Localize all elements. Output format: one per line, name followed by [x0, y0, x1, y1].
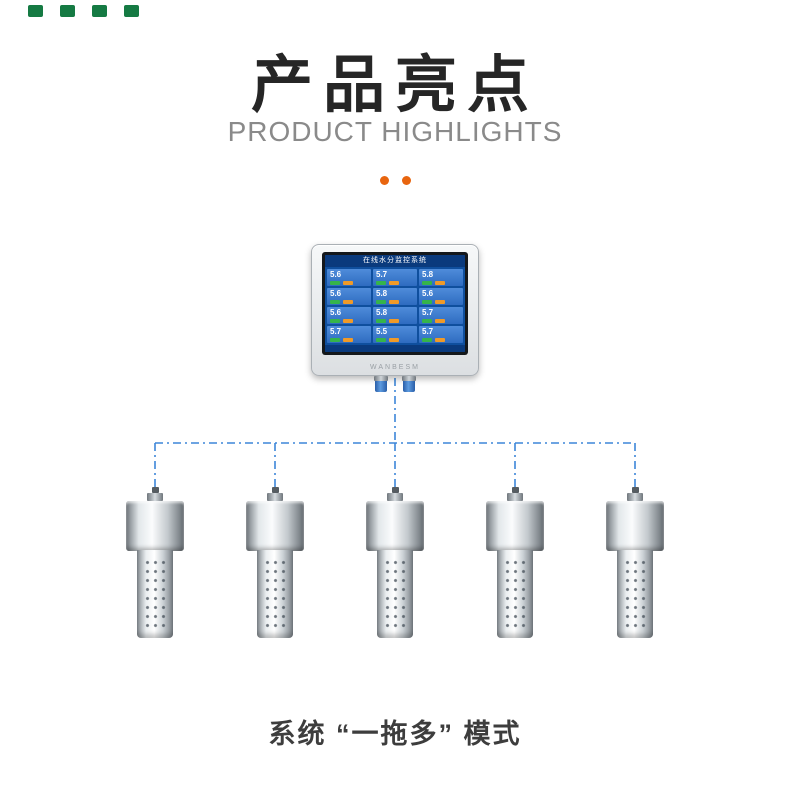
probe-head — [486, 501, 544, 551]
screen-cell: 5.7 — [419, 307, 463, 324]
channel-value: 5.8 — [376, 308, 388, 317]
probe-head — [126, 501, 184, 551]
caption: 系统 “一拖多” 模式 — [268, 719, 522, 749]
decor-mark — [28, 5, 43, 17]
screen-channel-grid: 5.6 5.7 5.8 5.6 5.8 5.6 5.6 5.8 5.7 5.7 … — [325, 267, 465, 345]
top-decorative-marks — [28, 5, 139, 17]
screen-cell: 5.8 — [373, 307, 417, 324]
probe-pin — [271, 487, 279, 493]
probe-pin — [511, 487, 519, 493]
page-subtitle: PRODUCT HIGHLIGHTS — [227, 116, 563, 147]
probe — [363, 487, 427, 638]
probe-pin — [151, 487, 159, 493]
channel-value: 5.6 — [330, 308, 342, 317]
decor-mark — [124, 5, 139, 17]
channel-value: 5.7 — [376, 270, 388, 279]
probe — [603, 487, 667, 638]
page-title: 产品亮点 — [250, 51, 539, 120]
channel-value: 5.6 — [330, 270, 342, 279]
status-tag-ok — [422, 300, 432, 304]
monitor-screen-frame: 在线水分监控系统 5.6 5.7 5.8 5.6 5.8 5.6 5.6 5.8… — [322, 252, 468, 355]
probe-body — [617, 550, 653, 638]
channel-value: 5.8 — [376, 289, 388, 298]
probe-head — [366, 501, 424, 551]
screen-title: 在线水分监控系统 — [325, 255, 465, 267]
probe-neck — [387, 493, 403, 501]
probe-head — [606, 501, 664, 551]
screen-cell: 5.7 — [419, 326, 463, 343]
status-tag-ok — [422, 281, 432, 285]
screen-cell: 5.5 — [373, 326, 417, 343]
monitor-screen: 在线水分监控系统 5.6 5.7 5.8 5.6 5.8 5.6 5.6 5.8… — [325, 255, 465, 352]
screen-cell: 5.8 — [419, 269, 463, 286]
status-tag-warn — [389, 300, 399, 304]
probe-neck — [147, 493, 163, 501]
status-tag-ok — [330, 338, 340, 342]
channel-value: 5.6 — [330, 289, 342, 298]
status-tag-warn — [435, 281, 445, 285]
status-tag-warn — [343, 281, 353, 285]
status-tag-warn — [343, 319, 353, 323]
status-tag-ok — [376, 300, 386, 304]
status-tag-warn — [389, 338, 399, 342]
screen-cell: 5.6 — [327, 288, 371, 305]
screen-cell: 5.7 — [327, 326, 371, 343]
status-tag-ok — [376, 338, 386, 342]
channel-value: 5.5 — [376, 327, 388, 336]
decor-mark — [92, 5, 107, 17]
status-tag-warn — [389, 281, 399, 285]
channel-value: 5.7 — [422, 327, 434, 336]
probe-holes — [622, 557, 648, 631]
screen-cell: 5.7 — [373, 269, 417, 286]
probe-holes — [382, 557, 408, 631]
probe-holes — [502, 557, 528, 631]
status-tag-warn — [389, 319, 399, 323]
status-tag-ok — [330, 281, 340, 285]
probe — [123, 487, 187, 638]
probe-body — [137, 550, 173, 638]
status-tag-ok — [376, 319, 386, 323]
monitor-device: 在线水分监控系统 5.6 5.7 5.8 5.6 5.8 5.6 5.6 5.8… — [311, 244, 479, 376]
probe-body — [257, 550, 293, 638]
status-tag-warn — [435, 300, 445, 304]
status-tag-warn — [343, 338, 353, 342]
status-tag-warn — [435, 319, 445, 323]
probe-neck — [267, 493, 283, 501]
screen-cell: 5.6 — [327, 269, 371, 286]
brand-label: WANBESM — [370, 364, 420, 371]
accent-dot — [379, 176, 389, 185]
probe-pin — [391, 487, 399, 493]
status-tag-ok — [422, 319, 432, 323]
accent-dot — [401, 176, 411, 185]
channel-value: 5.8 — [422, 270, 434, 279]
screen-cell: 5.8 — [373, 288, 417, 305]
channel-value: 5.7 — [422, 308, 434, 317]
probe-neck — [507, 493, 523, 501]
probe — [243, 487, 307, 638]
screen-cell: 5.6 — [327, 307, 371, 324]
status-tag-ok — [330, 300, 340, 304]
probe-holes — [262, 557, 288, 631]
status-tag-warn — [435, 338, 445, 342]
probe-body — [377, 550, 413, 638]
decor-mark — [60, 5, 75, 17]
probe-holes — [142, 557, 168, 631]
status-tag-ok — [330, 319, 340, 323]
status-tag-ok — [376, 281, 386, 285]
probe-neck — [627, 493, 643, 501]
screen-bottom-bar — [325, 345, 465, 352]
probe-head — [246, 501, 304, 551]
status-tag-ok — [422, 338, 432, 342]
channel-value: 5.6 — [422, 289, 434, 298]
cable-gland — [402, 376, 416, 392]
status-tag-warn — [343, 300, 353, 304]
screen-cell: 5.6 — [419, 288, 463, 305]
accent-dots — [0, 176, 790, 185]
channel-value: 5.7 — [330, 327, 342, 336]
probe-body — [497, 550, 533, 638]
probe — [483, 487, 547, 638]
probe-pin — [631, 487, 639, 493]
cable-gland — [374, 376, 388, 392]
